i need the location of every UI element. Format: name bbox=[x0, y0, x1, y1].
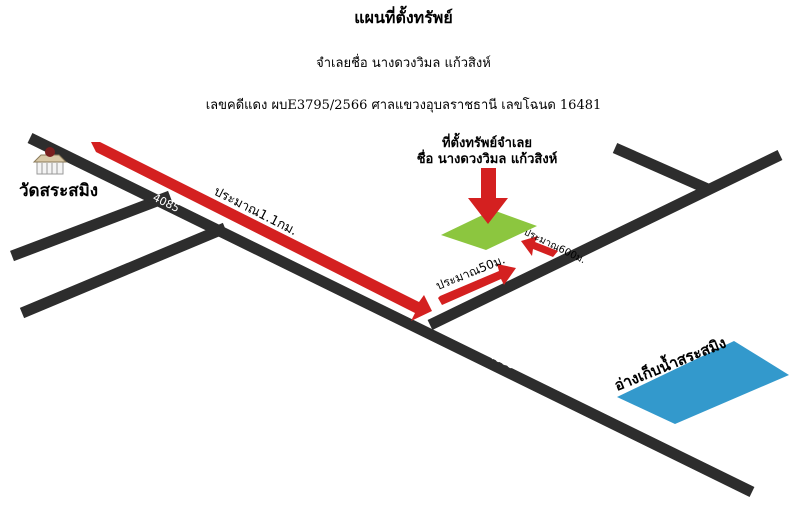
road-west-lower bbox=[19, 222, 228, 319]
road-branch bbox=[427, 150, 783, 330]
case-info: เลขคดีแดง ผบE3795/2566 ศาลแขวงอุบลราชธาน… bbox=[205, 98, 602, 113]
route-arrow-main bbox=[91, 142, 432, 321]
temple-label: วัดสระสมิง bbox=[19, 181, 98, 201]
road-network bbox=[9, 131, 784, 499]
route-arrow-branch bbox=[438, 264, 516, 305]
route-arrow-side bbox=[521, 236, 558, 257]
road-northeast-spur bbox=[612, 142, 713, 196]
property-pointer-arrow bbox=[468, 168, 508, 224]
debtor-name: จำเลยชื่อ นางดวงวิมล แก้วสิงห์ bbox=[316, 56, 491, 71]
road-west-upper bbox=[10, 190, 172, 262]
map-title: แผนที่ตั้งทรัพย์ bbox=[354, 8, 453, 27]
temple-icon bbox=[32, 147, 68, 175]
reservoir-area bbox=[617, 341, 789, 424]
property-label-line2: ชื่อ นางดวงวิมล แก้วสิงห์ bbox=[417, 149, 558, 167]
road-4085 bbox=[27, 133, 755, 497]
property-label-line1: ที่ตั้งทรัพย์จำเลย bbox=[442, 132, 532, 151]
property-plot bbox=[441, 210, 537, 250]
